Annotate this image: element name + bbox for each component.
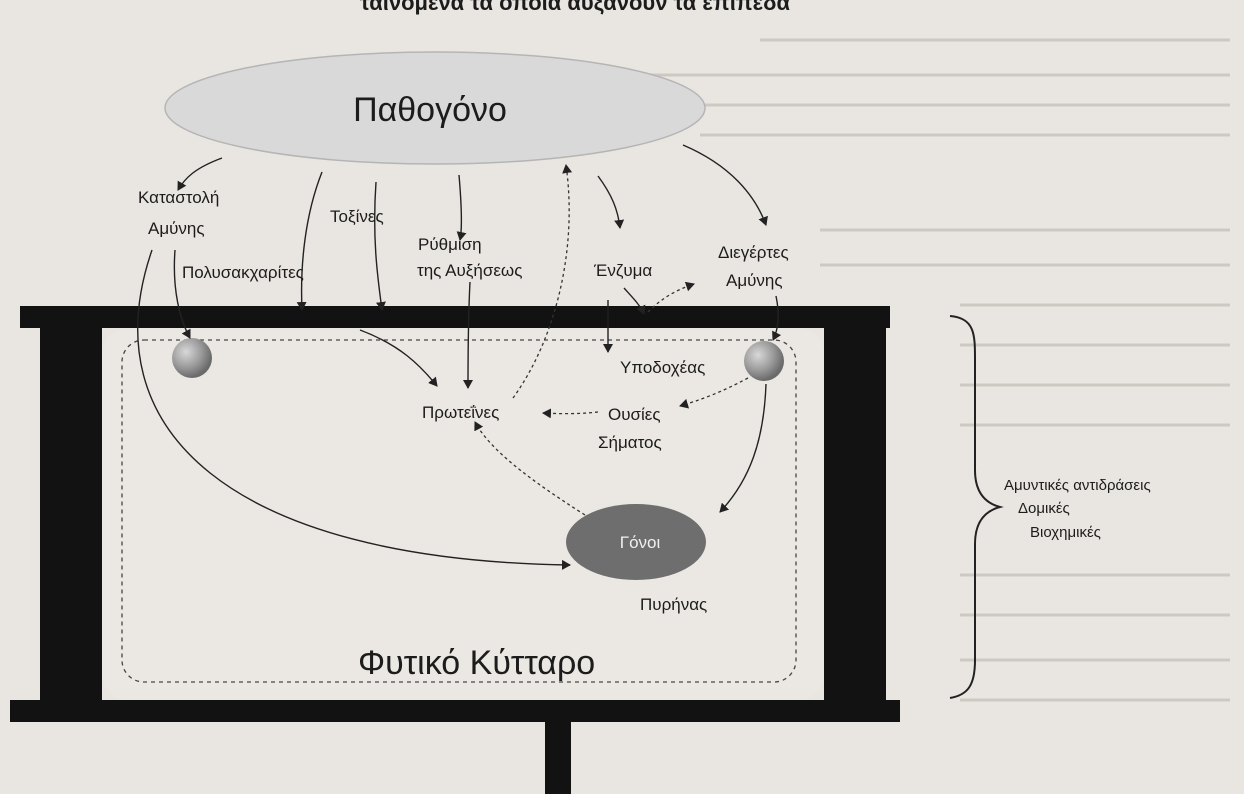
signal-substances-label-1: Ουσίες: [608, 405, 661, 424]
defense-elicitors-label-2: Αμύνης: [726, 271, 783, 290]
suppression-label-2: Αμύνης: [148, 219, 205, 238]
proteins-label: Πρωτεΐνες: [422, 403, 499, 422]
top-header-fragment: ταινόμενα τα οποία αυξάνουν τα επίπεδα: [360, 0, 790, 15]
pathogen-label: Παθογόνο: [353, 91, 507, 129]
defense-responses-label-1: Αμυντικές αντιδράσεις: [1004, 477, 1151, 494]
defense-responses-label-2: Δομικές: [1018, 500, 1070, 517]
defense-brace: [950, 316, 1000, 698]
arrow-growth-regulation: [459, 175, 461, 240]
nucleus-label: Πυρήνας: [640, 595, 707, 614]
signal-substances-label-2: Σήματος: [598, 433, 662, 452]
defense-responses-label-3: Βιοχημικές: [1030, 524, 1101, 541]
plant-cell-label: Φυτικό Κύτταρο: [358, 644, 595, 682]
growth-regulation-label-2: της Αυξήσεως: [417, 261, 522, 280]
defense-elicitors-label-1: Διεγέρτες: [718, 243, 789, 262]
suppression-label-1: Καταστολή: [138, 188, 219, 207]
enzymes-label: Ένζυμα: [593, 261, 652, 280]
growth-regulation-label-1: Ρύθμιση: [418, 235, 482, 254]
polysaccharides-label: Πολυσακχαρίτες: [182, 263, 304, 282]
arrow-to-enzymes: [598, 176, 620, 228]
receptor-ball-left: [172, 338, 212, 378]
arrow-to-elicitors: [683, 145, 766, 225]
genes-label: Γόνοι: [620, 533, 661, 552]
arrow-polysaccharides: [302, 172, 322, 310]
receptor-ball-right: [744, 341, 784, 381]
arrow-to-suppression: [178, 158, 222, 190]
arrow-toxins: [375, 182, 382, 310]
receptor-label: Υποδοχέας: [620, 358, 705, 377]
toxins-label: Τοξίνες: [330, 207, 384, 226]
